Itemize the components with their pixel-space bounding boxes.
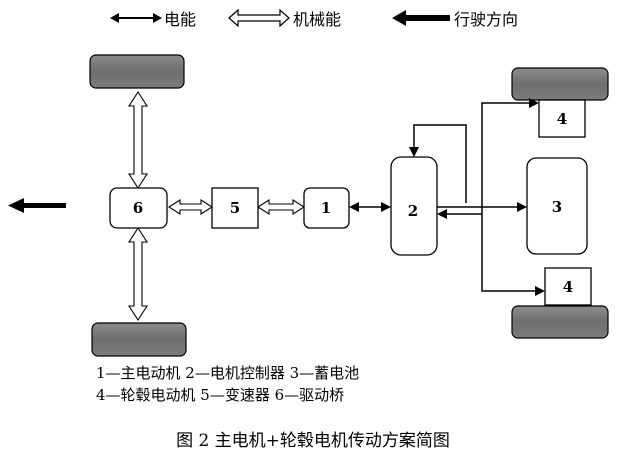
figure-title: 图 2 主电机+轮毂电机传动方案简图 (176, 431, 450, 451)
mech-arrow-5-1 (256, 198, 306, 216)
block-1-main-motor (303, 187, 350, 229)
block-3-battery (526, 157, 588, 255)
block-4-hub-motor-top (538, 99, 586, 138)
legend-mechanical-symbol (228, 9, 290, 27)
right-top-tire (511, 67, 609, 101)
block-6-drive-axle (109, 187, 168, 229)
legend-electric-label: 电能 (164, 10, 197, 29)
caption-line-1: 1—主电动机 2—电机控制器 3—蓄电池 (96, 364, 360, 382)
label-block-6: 6 (133, 199, 143, 217)
block-5-gearbox (211, 187, 259, 229)
elec-line-bus-to-4bottom (481, 214, 545, 296)
elec-line-4top-to-2 (409, 124, 467, 203)
legend-direction-symbol (392, 10, 450, 26)
label-block-1: 1 (321, 199, 331, 217)
elec-arrow-1-2 (349, 202, 391, 212)
driving-direction-head (8, 198, 24, 213)
legend-electric-symbol (110, 13, 162, 23)
elec-line-bus-to-2 (437, 209, 482, 219)
legend-direction-label: 行驶方向 (454, 10, 519, 29)
label-block-3: 3 (552, 198, 562, 216)
label-block-4-bottom: 4 (563, 278, 573, 296)
mech-arrow-6-5 (167, 198, 214, 216)
driving-direction-shaft (22, 203, 66, 208)
block-4-hub-motor-bottom (544, 267, 592, 306)
elec-line-bus-to-4top (481, 98, 539, 214)
mech-arrow-6-top-tire (127, 90, 149, 190)
legend-mechanical-label: 机械能 (293, 10, 342, 29)
mech-arrow-6-bottom-tire (127, 226, 149, 322)
label-block-5: 5 (230, 199, 240, 217)
label-block-2: 2 (408, 202, 418, 220)
right-bottom-tire (511, 305, 609, 339)
left-bottom-tire (91, 322, 187, 357)
caption-line-2: 4—轮毂电动机 5—变速器 6—驱动桥 (96, 386, 345, 404)
elec-line-2-to-3 (437, 202, 527, 212)
label-block-4-top: 4 (557, 110, 567, 128)
left-top-tire (89, 54, 185, 89)
